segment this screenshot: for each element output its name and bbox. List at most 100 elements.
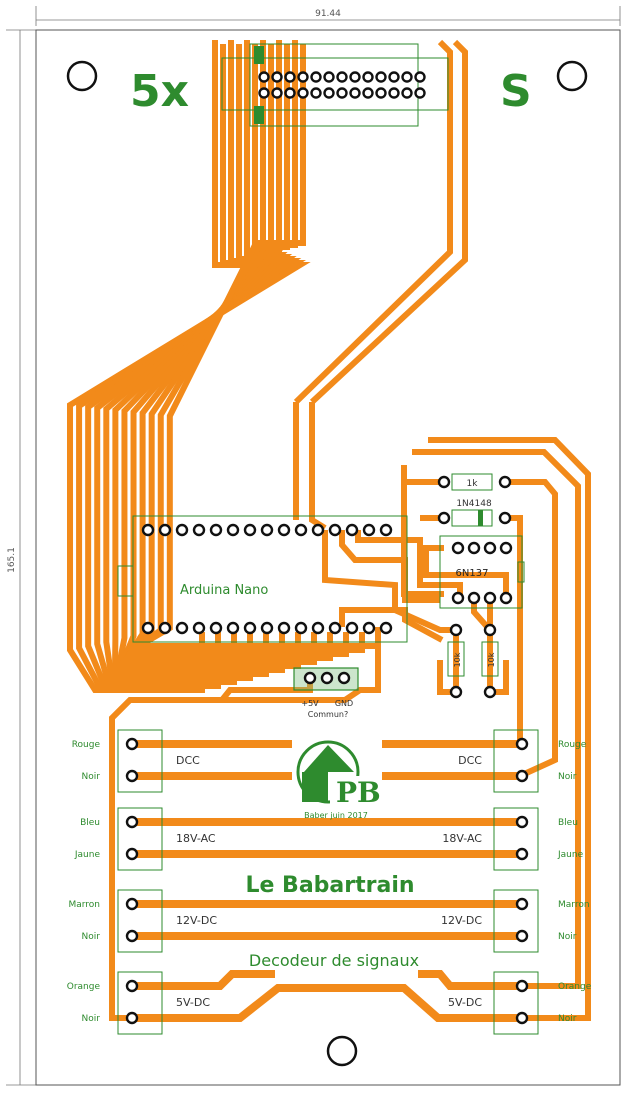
- rail-trace: [132, 970, 275, 990]
- header-pin: [362, 87, 374, 99]
- arduino-pin: [294, 621, 308, 635]
- corner-label-right: S: [500, 66, 532, 117]
- corner-label-left: 5x: [130, 66, 189, 117]
- rail-pin: [515, 897, 529, 911]
- resistor-10k-a-outline: [447, 641, 465, 677]
- rail-label-left: 5V-DC: [176, 996, 210, 1009]
- arduino-pin: [311, 621, 325, 635]
- header-pin: [349, 71, 361, 83]
- rail-pin: [125, 979, 139, 993]
- resistor-10k-b-label: 10k: [487, 652, 496, 667]
- arduino-pin: [328, 621, 342, 635]
- credit-text: Baber juin 2017: [304, 811, 368, 820]
- header-pins: [258, 71, 426, 99]
- arduino-pin: [311, 523, 325, 537]
- header-pin: [284, 87, 296, 99]
- arduino-pin: [362, 621, 376, 635]
- arduino-pin: [209, 523, 223, 537]
- resistor-1k-label: 1k: [467, 479, 479, 489]
- wire-label-right: Marron: [558, 900, 590, 910]
- logo-text: PB: [336, 776, 381, 809]
- wire-label-left: Jaune: [74, 850, 101, 860]
- ribbon-trace: [293, 39, 453, 405]
- component-pin: [499, 591, 513, 605]
- header-pin: [336, 87, 348, 99]
- rail-label-right: DCC: [458, 754, 482, 767]
- header-key-top: [254, 46, 264, 64]
- arduino-usb-outline: [117, 565, 134, 597]
- header-pin: [375, 87, 387, 99]
- component-pin: [437, 511, 451, 525]
- diode-label: 1N4148: [456, 499, 492, 509]
- rail-pin: [125, 769, 139, 783]
- rail-connector-left: [117, 889, 163, 953]
- power-jumper-pins: [303, 671, 351, 685]
- resistor-1k-outline: [451, 473, 493, 491]
- header-pin: [401, 87, 413, 99]
- pb-logo: [292, 740, 382, 810]
- arduino-pin: [226, 621, 240, 635]
- wire-label-right: Noir: [558, 772, 577, 782]
- arduino-pin: [277, 523, 291, 537]
- rail-pin: [125, 897, 139, 911]
- component-pin: [467, 541, 481, 555]
- header-pin: [323, 87, 335, 99]
- rail-label-left: 12V-DC: [176, 914, 217, 927]
- arduino-pin: [226, 523, 240, 537]
- arduino-pin: [158, 621, 172, 635]
- rail-connector-left: [117, 729, 163, 793]
- header-pin: [310, 71, 322, 83]
- rail-label-right: 12V-DC: [441, 914, 482, 927]
- header-pin: [349, 87, 361, 99]
- arduino-pin: [158, 523, 172, 537]
- arduino-pin: [209, 621, 223, 635]
- header-pin: [297, 87, 309, 99]
- width-dimension: 91.44: [315, 9, 341, 19]
- header-pin: [323, 71, 335, 83]
- rail-pin: [125, 737, 139, 751]
- arduino-pin: [362, 523, 376, 537]
- header-pin: [401, 71, 413, 83]
- optocoupler-outline: [439, 535, 523, 609]
- rail-pin: [125, 1011, 139, 1025]
- optocoupler-pins: [437, 475, 513, 699]
- rail-connector-left: [117, 971, 163, 1035]
- header-pin: [414, 87, 426, 99]
- header-pin: [388, 87, 400, 99]
- header-pin: [414, 71, 426, 83]
- arduino-pin: [277, 621, 291, 635]
- wire-label-left: Rouge: [72, 740, 101, 750]
- wire-label-left: Noir: [82, 932, 101, 942]
- rail-label-right: 18V-AC: [442, 832, 482, 845]
- power-common-label: Commun?: [308, 710, 348, 719]
- board-subtitle: Decodeur de signaux: [249, 951, 419, 970]
- ribbon-trace: [127, 44, 381, 649]
- header-pin: [310, 87, 322, 99]
- mounting-hole-bottom: [326, 1035, 358, 1067]
- header-pin: [258, 71, 270, 83]
- rail-pin: [515, 979, 529, 993]
- rail-pin: [125, 847, 139, 861]
- component-pin: [483, 623, 497, 637]
- wire-label-right: Bleu: [558, 818, 578, 828]
- arduino-pin: [175, 621, 189, 635]
- header-pin: [271, 87, 283, 99]
- wire-label-right: Jaune: [557, 850, 584, 860]
- component-pin: [498, 511, 512, 525]
- header-key-bottom: [254, 106, 264, 124]
- ribbon-traces: [67, 39, 468, 693]
- wire-label-left: Bleu: [80, 818, 100, 828]
- dimension-lines: [6, 6, 621, 1086]
- ribbon-trace: [309, 402, 327, 531]
- rail-pin: [125, 815, 139, 829]
- rail-connector-right: [493, 729, 539, 793]
- header-connector-outline: [221, 57, 449, 111]
- power-gnd-label: GND: [335, 699, 353, 708]
- header-pin: [375, 71, 387, 83]
- optocoupler-notch: [517, 561, 525, 583]
- rail-pin: [515, 815, 529, 829]
- wire-label-left: Orange: [67, 982, 101, 992]
- rail-trace: [418, 970, 522, 990]
